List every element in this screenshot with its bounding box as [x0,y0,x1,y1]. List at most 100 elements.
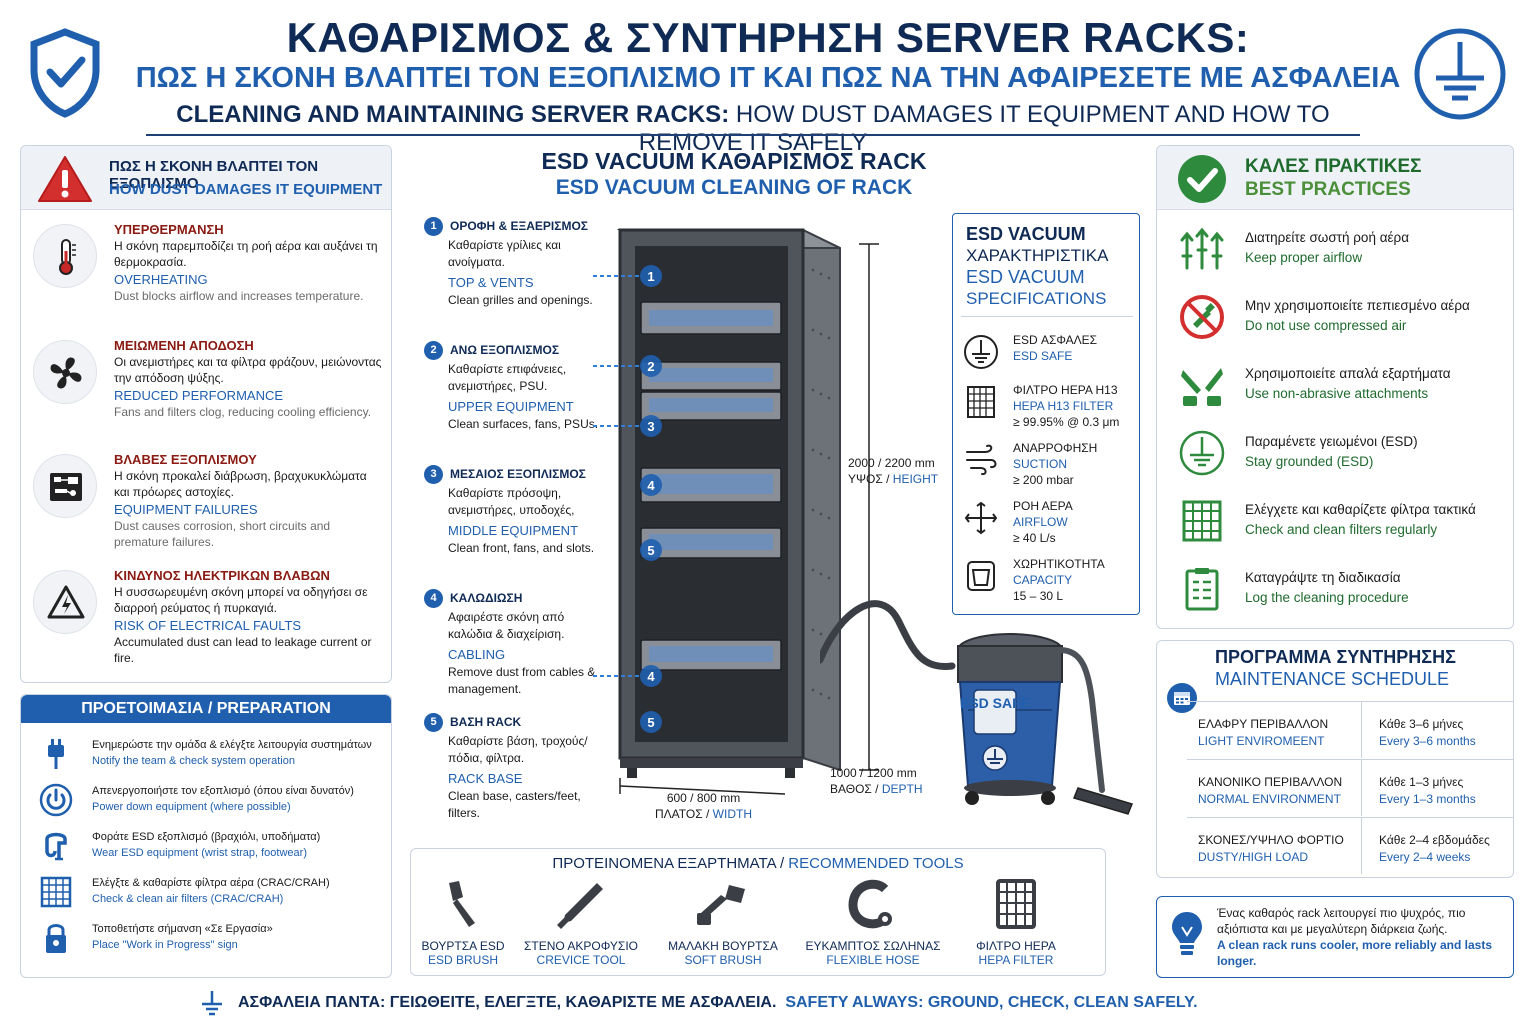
rack-marker: 1 [647,269,654,284]
schedule-freq-en: Every 1–3 months [1379,792,1476,806]
prep-item-power-down: Απενεργοποιήστε τον εξοπλισμό (όπου είνα… [21,781,391,825]
maintenance-schedule-panel: ΠΡΟΓΡΑΜΜΑ ΣΥΝΤΗΡΗΣΗΣ MAINTENANCE SCHEDUL… [1156,640,1514,878]
step-title-en: RACK BASE [448,771,523,786]
spec-label-en: AIRFLOW [1013,515,1068,529]
step-desc-gr: Καθαρίστε επιφάνειες, ανεμιστήρες, PSU. [448,362,567,393]
footer-safety-text: ΑΣΦΑΛΕΙΑ ΠΑΝΤΑ: ΓΕΙΩΘΕΙΤΕ, ΕΛΕΓΞΤΕ, ΚΑΘΑ… [238,994,1198,1012]
rack-width-gr: ΠΛΑΤΟΣ / [655,807,713,821]
schedule-row-dusty: ΣΚΟΝΕΣ/ΥΨΗΛΟ ΦΟΡΤΙΟ DUSTY/HIGH LOAD Κάθε… [1187,817,1513,874]
dust-item-desc-en: Dust blocks airflow and increases temper… [114,289,364,303]
subtitle-en-rest: HOW DUST DAMAGES IT EQUIPMENT AND HOW TO… [638,101,1330,156]
bp-text-gr: Ελέγχετε και καθαρίζετε φίλτρα τακτικά [1245,502,1476,517]
rack-width-en: WIDTH [712,807,752,821]
dust-item-title-en: RISK OF ELECTRICAL FAULTS [114,618,302,633]
best-practices-panel: ΚΑΛΕΣ ΠΡΑΚΤΙΚΕΣ BEST PRACTICES Διατηρείτ… [1156,145,1514,629]
prep-text-gr: Τοποθετήστε σήμανση «Σε Εργασία» [92,923,273,935]
bp-item-log: Καταγράψτε τη διαδικασία Log the cleanin… [1157,564,1513,614]
prep-item-esd-gear: Φοράτε ESD εξοπλισμό (βραχιόλι, υποδήματ… [21,827,391,871]
tool-label-en: FLEXIBLE HOSE [826,953,920,967]
dust-item-title-en: EQUIPMENT FAILURES [114,502,258,517]
bp-item-airflow: Διατηρείτε σωστή ροή αέρα Keep proper ai… [1157,224,1513,274]
tool-label-gr: ΦΙΛΤΡΟ HEPA [976,939,1056,953]
calendar-icon [1167,683,1197,713]
schedule-freq-gr: Κάθε 2–4 εβδομάδες [1379,833,1490,847]
bp-text-gr: Διατηρείτε σωστή ροή αέρα [1245,230,1410,245]
spec-label-gr: ΦΙΛΤΡΟ HEPA H13 [1013,383,1118,397]
tool-esd-brush: ΒΟΥΡΤΣΑ ESD ESD BRUSH [393,879,533,967]
ground-symbol-icon [1414,28,1506,120]
prep-text-gr: Ενημερώστε την ομάδα & ελέγξτε λειτουργί… [92,739,372,751]
rack-depth-gr: ΒΑΘΟΣ / [830,782,882,796]
warning-triangle-icon [38,156,92,202]
spec-value: ≥ 200 mbar [1013,473,1074,487]
specs-title-3: ESD VACUUM [966,267,1085,287]
dust-item-title-gr: ΥΠΕΡΘΕΡΜΑΝΣΗ [114,222,224,237]
specs-title-1: ESD VACUUM [966,224,1086,244]
spec-label-en: HEPA H13 FILTER [1013,399,1114,413]
schedule-env-gr: ΣΚΟΝΕΣ/ΥΨΗΛΟ ΦΟΡΤΙΟ [1198,833,1344,847]
esd-wrist-strap-icon [45,832,67,861]
thermometer-icon [59,239,76,275]
tip-panel: Ένας καθαρός rack λειτουργεί πιο ψυχρός,… [1156,896,1514,978]
suction-icon [966,444,997,476]
schedule-env-en: LIGHT ENVIROMEENT [1198,734,1325,748]
spec-label-gr: ESD ΑΣΦΑΛΕΣ [1013,333,1098,347]
tool-label-gr: ΒΟΥΡΤΣΑ ESD [421,939,505,953]
footer-text-en: SAFETY ALWAYS: GROUND, CHECK, CLEAN SAFE… [785,994,1198,1011]
filter-grid-icon [1182,500,1222,542]
ground-symbol-icon [964,335,998,369]
hepa-filter-icon [996,879,1036,929]
schedule-row-light: ΕΛΑΦΡΥ ΠΕΡΙΒΑΛΛΟΝ LIGHT ENVIROMEENT Κάθε… [1187,701,1513,758]
best-practices-header: ΚΑΛΕΣ ΠΡΑΚΤΙΚΕΣ BEST PRACTICES [1157,146,1513,210]
tip-text-gr: Ένας καθαρός rack λειτουργεί πιο ψυχρός,… [1217,906,1466,936]
spec-value: ≥ 40 L/s [1013,531,1056,545]
bp-text-gr: Χρησιμοποιείτε απαλά εξαρτήματα [1245,366,1451,381]
esd-vacuum-illustration: ESD SAFE [820,600,1134,815]
rack-marker: 4 [647,669,655,684]
step-desc-en: Clean front, fans, and slots. [448,541,595,555]
circuit-board-icon [50,473,82,501]
spec-value: 15 – 30 L [1013,589,1064,603]
spec-value: ≥ 99.95% @ 0.3 μm [1013,415,1120,429]
subtitle-en-bold: CLEANING AND MAINTAINING SERVER RACKS: [176,101,730,128]
rack-marker: 4 [647,478,655,493]
spec-label-gr: ΡΟΗ ΑΕΡΑ [1013,499,1073,513]
fan-icon [50,357,82,389]
step-title-en: MIDDLE EQUIPMENT [448,523,579,538]
step-desc-en: Clean surfaces, fans, PSUs. [448,417,599,431]
rack-width-label: 600 / 800 mm ΠΛΑΤΟΣ / WIDTH [655,790,752,822]
plug-icon [48,739,64,769]
prep-text-gr: Ελέγξτε & καθαρίστε φίλτρα αέρα (CRAC/CR… [92,877,330,889]
dust-panel-title-en: HOW DUST DAMAGES IT EQUIPMENT [109,181,383,198]
dust-item-title-en: REDUCED PERFORMANCE [114,388,284,403]
bp-item-soft-attachments: Χρησιμοποιείτε απαλά εξαρτήματα Use non-… [1157,360,1513,410]
electric-warning-icon [47,585,85,619]
dust-panel-title-gr: ΠΩΣ Η ΣΚΟΝΗ ΒΛΑΠΤΕΙ ΤΟΝ ΕΞΟΠΛΙΣΜΟ [109,158,319,192]
specs-title-2: ΧΑΡΑΚΤΗΡΙΣΤΙΚΑ [966,246,1109,265]
step-title-en: CABLING [448,647,506,662]
dust-item-desc-gr: Η συσσωρευμένη σκόνη μπορεί να οδηγήσει … [114,585,368,615]
rack-marker: 5 [647,715,654,730]
page-title: ΚΑΘΑΡΙΣΜΟΣ & ΣΥΝΤΗΡΗΣΗ SERVER RACKS: [286,14,1250,61]
bp-text-en: Log the cleaning procedure [1245,590,1409,605]
schedule-title-gr: ΠΡΟΓΡΑΜΜΑ ΣΥΝΤΗΡΗΣΗΣ [1215,647,1456,667]
tool-flexible-hose: ΕΥΚΑΜΠΤΟΣ ΣΩΛΗΝΑΣ FLEXIBLE HOSE [803,879,943,967]
spec-label-gr: ΑΝΑΡΡΟΦΗΣΗ [1013,441,1098,455]
step-title-gr: ΟΡΟΦΗ & ΕΞΑΕΡΙΣΜΟΣ [450,219,588,233]
prep-text-gr: Φοράτε ESD εξοπλισμό (βραχιόλι, υποδήματ… [92,831,321,843]
tool-label-gr: ΣΤΕΝΟ ΑΚΡΟΦΥΣΙΟ [523,939,639,953]
check-circle-icon [1178,155,1226,203]
prep-text-gr: Απενεργοποιήστε τον εξοπλισμό (όπου είνα… [92,785,354,797]
step-desc-en: Clean base, casters/feet, filters. [448,789,581,820]
step-title-gr: ΒΑΣΗ RACK [450,715,522,729]
tool-label-en: HEPA FILTER [978,953,1054,967]
step-number: 3 [424,465,443,484]
schedule-env-gr: ΕΛΑΦΡΥ ΠΕΡΙΒΑΛΛΟΝ [1198,717,1329,731]
prep-text-en: Place "Work in Progress" sign [92,939,238,951]
schedule-freq-en: Every 2–4 weeks [1379,850,1471,864]
rack-height-value: 2000 / 2200 mm [848,456,935,470]
tool-label-en: CREVICE TOOL [536,953,626,967]
soft-brush-icon [697,885,745,925]
tools-title-en: RECOMMENDED TOOLS [788,855,964,872]
center-title-en: ESD VACUUM CLEANING OF RACK [555,176,913,199]
